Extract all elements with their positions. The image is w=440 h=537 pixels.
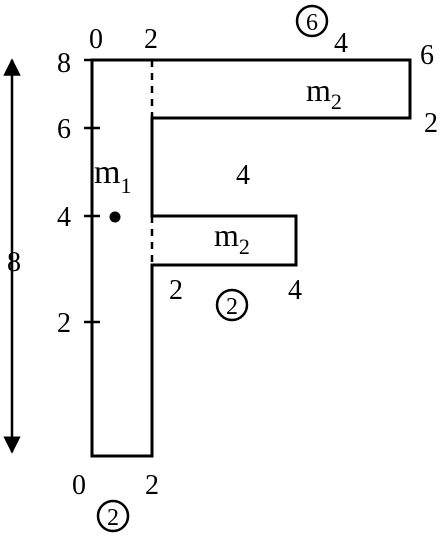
tick-label-4: 4 bbox=[57, 202, 71, 233]
m1-center-dot bbox=[109, 211, 121, 223]
tick-label-6: 6 bbox=[57, 114, 71, 145]
circled-label-top: 6 bbox=[306, 10, 318, 36]
m2-right-x-label: 4 bbox=[288, 275, 302, 306]
circled-marker-bottom bbox=[96, 499, 130, 533]
bottom-label-0: 0 bbox=[72, 470, 86, 501]
m3-label: m2 bbox=[306, 72, 342, 114]
tick-label-8: 8 bbox=[57, 48, 71, 79]
m2-left-x-label: 2 bbox=[169, 275, 183, 306]
height-marker-label: 8 bbox=[7, 247, 21, 278]
f-shape-outline bbox=[90, 58, 412, 458]
top-label-2: 2 bbox=[144, 24, 158, 55]
bottom-label-2: 2 bbox=[145, 470, 159, 501]
top-label-0: 0 bbox=[89, 24, 103, 55]
circled-marker-top bbox=[295, 4, 329, 38]
circled-label-bottom: 2 bbox=[107, 505, 119, 531]
tick-label-2: 2 bbox=[57, 308, 71, 339]
top-label-6: 6 bbox=[420, 40, 434, 71]
m1-label: m1 bbox=[94, 154, 131, 198]
circled-marker-middle bbox=[215, 288, 249, 322]
m2-label: m2 bbox=[214, 217, 250, 259]
top-label-4: 4 bbox=[334, 28, 348, 59]
middle-width-label: 4 bbox=[236, 160, 250, 191]
m3-right-y-label: 2 bbox=[424, 108, 438, 139]
circled-label-middle: 2 bbox=[226, 294, 238, 320]
